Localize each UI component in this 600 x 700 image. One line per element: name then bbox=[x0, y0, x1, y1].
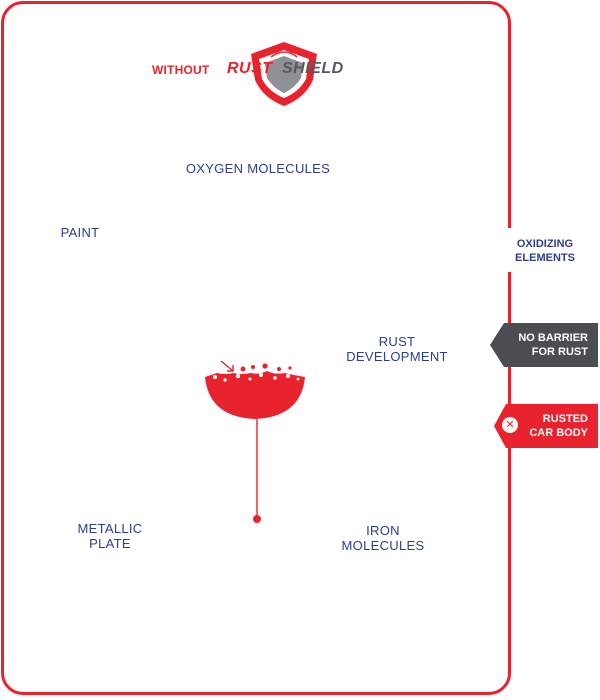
close-circle-icon: ✕ bbox=[502, 417, 518, 433]
header-logo: WITHOUT RUST SHIELD bbox=[150, 40, 370, 110]
label-iron-molecules-line1: IRON bbox=[366, 523, 400, 538]
label-paint: PAINT bbox=[60, 225, 100, 240]
label-iron-molecules: IRON MOLECULES bbox=[328, 523, 438, 553]
header-prefix: WITHOUT bbox=[152, 63, 210, 77]
label-oxygen-molecules: OXYGEN MOLECULES bbox=[185, 161, 331, 176]
tag-rusted-line2: CAR BODY bbox=[529, 427, 588, 439]
header-brand-gray: SHIELD bbox=[282, 60, 344, 77]
label-metallic-plate: METALLIC PLATE bbox=[60, 521, 160, 551]
label-metallic-plate-line2: PLATE bbox=[89, 536, 131, 551]
label-rust-development-line2: DEVELOPMENT bbox=[346, 349, 448, 364]
tag-rusted-car-body: ✕ RUSTED CAR BODY bbox=[494, 404, 598, 448]
label-iron-molecules-line2: MOLECULES bbox=[341, 538, 425, 553]
shield-icon bbox=[251, 42, 317, 106]
arrow-tag-shape bbox=[490, 323, 598, 367]
arrow-tag-shape bbox=[494, 404, 598, 448]
header-brand-red: RUST bbox=[227, 60, 273, 77]
tag-oxidizing-line1: OXIDIZING bbox=[516, 238, 574, 250]
tag-oxidizing-elements: OXIDIZING ELEMENTS bbox=[500, 228, 590, 272]
tag-no-barrier-line2: FOR RUST bbox=[531, 346, 588, 358]
rust-cross-section-graphic bbox=[205, 360, 305, 523]
tag-rusted-line1: RUSTED bbox=[542, 413, 588, 425]
tag-oxidizing-line2: ELEMENTS bbox=[515, 252, 575, 264]
tag-no-barrier-line1: NO BARRIER bbox=[518, 332, 588, 344]
tag-rusted-text: RUSTED CAR BODY bbox=[529, 412, 588, 440]
label-rust-development: RUST DEVELOPMENT bbox=[333, 334, 461, 364]
tag-no-barrier: NO BARRIER FOR RUST bbox=[490, 323, 598, 367]
label-metallic-plate-line1: METALLIC bbox=[77, 521, 143, 536]
label-rust-development-line1: RUST bbox=[378, 334, 416, 349]
tag-no-barrier-text: NO BARRIER FOR RUST bbox=[518, 331, 588, 359]
